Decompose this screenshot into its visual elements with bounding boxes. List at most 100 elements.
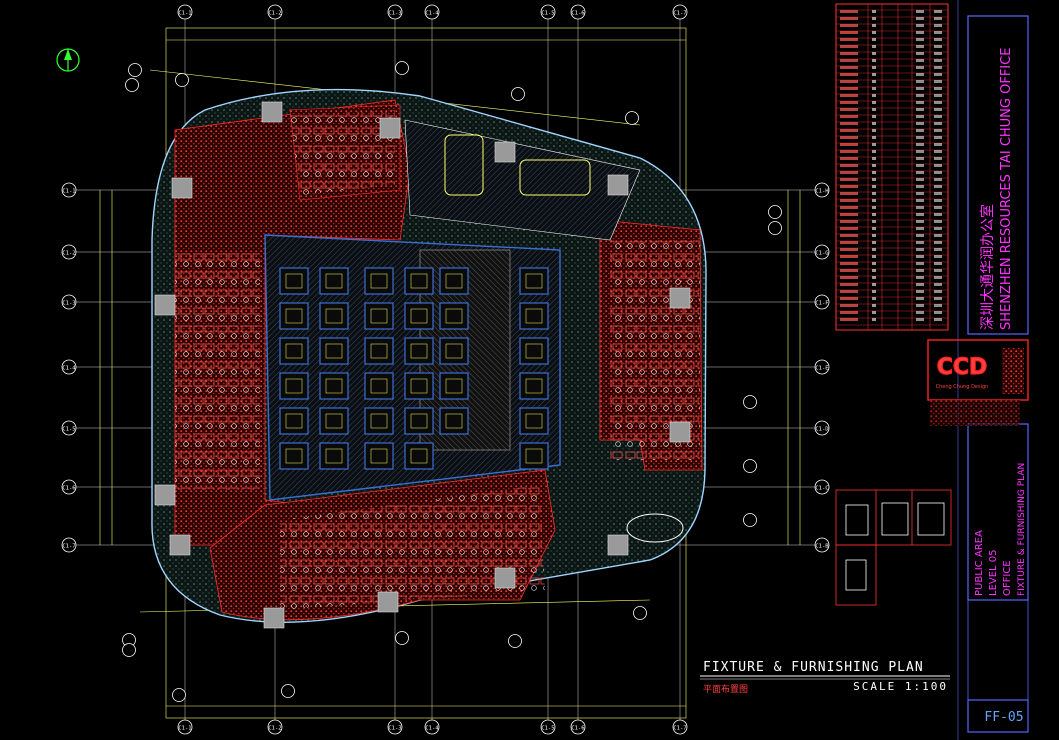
core-room [519,337,549,365]
grid-bubble-label: C1-G [815,251,828,257]
core-room-fixture [525,308,543,324]
core-room [319,337,349,365]
grid-bubble-label: C1-3 [388,726,401,732]
structural-column [494,141,516,163]
grid-bubble-label: C1-7 [62,544,75,550]
structural-column [669,287,691,309]
core-room [364,407,394,435]
core-room-fixture [410,343,428,359]
grid-bubble: C1-3 [387,4,403,20]
structural-column [379,117,401,139]
drawing-title-cn: 平面布置图 [703,683,748,695]
furniture-schedule-table [835,3,949,331]
core-room [319,267,349,295]
grid-bubble: C1-6 [570,719,586,735]
grid-bubble-skew [172,688,186,702]
grid-bubble-label: C1-4 [425,726,439,732]
meeting-table [519,159,591,196]
core-room [364,372,394,400]
grid-bubble-label: C1-6 [62,486,75,492]
core-room-fixture [325,343,343,359]
structural-column [494,567,516,589]
core-room [439,407,469,435]
core-room-fixture [525,273,543,289]
grid-bubble: C1-4 [424,719,440,735]
grid-bubble: C1-1 [177,4,193,20]
core-room-fixture [285,448,303,464]
grid-bubble-label: C1-3 [62,301,75,307]
grid-bubble-label: C1-H [815,189,828,195]
logo-text: CCD [937,355,988,380]
grid-bubble-label: C1-1 [178,11,191,17]
core-room-fixture [410,273,428,289]
grid-bubble: C1-7 [672,719,688,735]
grid-bubble: C1-4 [61,359,77,375]
core-room-fixture [325,448,343,464]
grid-bubble: C1-D [814,420,830,436]
grid-bubble-label: C1-F [815,301,828,307]
grid-bubble-label: C1-2 [62,251,75,257]
sheet-area: PUBLIC AREA [974,530,985,596]
grid-bubble-label: C1-1 [62,189,75,195]
core-room [279,442,309,470]
grid-bubble-label: C1-B [815,544,829,550]
grid-bubble-label: C1-2 [268,726,281,732]
grid-bubble-skew [511,87,525,101]
core-room-fixture [370,413,388,429]
grid-bubble-skew [395,61,409,75]
structural-column [669,421,691,443]
grid-bubble-label: C1-4 [425,11,439,17]
grid-bubble: C1-C [814,479,830,495]
grid-bubble: C1-7 [672,4,688,20]
grid-bubble: C1-1 [177,719,193,735]
grid-bubble-label: C1-6 [571,726,584,732]
legend-blocks [835,489,952,606]
sheet-use: OFFICE [1002,560,1013,596]
grid-bubble: C1-1 [61,182,77,198]
core-room [519,267,549,295]
core-room-fixture [410,448,428,464]
structural-column [607,174,629,196]
structural-column [377,591,399,613]
core-room-fixture [410,308,428,324]
core-room [519,442,549,470]
structural-column [261,101,283,123]
core-room-fixture [285,343,303,359]
core-room [319,407,349,435]
project-name-en: SHENZHEN RESOURCES TAI CHUNG OFFICE [999,48,1014,330]
grid-bubble: C1-4 [424,4,440,20]
grid-bubble-label: C1-2 [268,11,281,17]
core-room-fixture [325,378,343,394]
core-room [404,442,434,470]
core-room-fixture [370,308,388,324]
core-room [519,302,549,330]
grid-bubble-label: C1-E [815,366,828,372]
grid-bubble-label: C1-5 [541,11,554,17]
core-room-fixture [285,273,303,289]
core-room-fixture [445,378,463,394]
grid-bubble: C1-6 [61,479,77,495]
round-table [626,513,684,543]
grid-bubble-skew [395,631,409,645]
core-room-fixture [370,343,388,359]
grid-bubble-skew [508,634,522,648]
core-room [279,337,309,365]
grid-bubble-label: C1-5 [541,726,554,732]
core-room-fixture [525,413,543,429]
core-room [319,302,349,330]
grid-bubble-label: C1-7 [673,11,686,17]
grid-bubble: C1-3 [61,294,77,310]
sheet-level: LEVEL 05 [988,549,999,596]
meeting-table [444,134,484,196]
structural-column [169,534,191,556]
grid-bubble: C1-F [814,294,830,310]
north-arrow-icon [56,48,80,72]
grid-bubble: C1-H [814,182,830,198]
core-room [404,407,434,435]
core-room-fixture [525,448,543,464]
grid-bubble: C1-2 [267,4,283,20]
core-room-fixture [370,378,388,394]
grid-bubble-skew [625,111,639,125]
grid-bubble: C1-3 [387,719,403,735]
grid-bubble: C1-6 [570,4,586,20]
